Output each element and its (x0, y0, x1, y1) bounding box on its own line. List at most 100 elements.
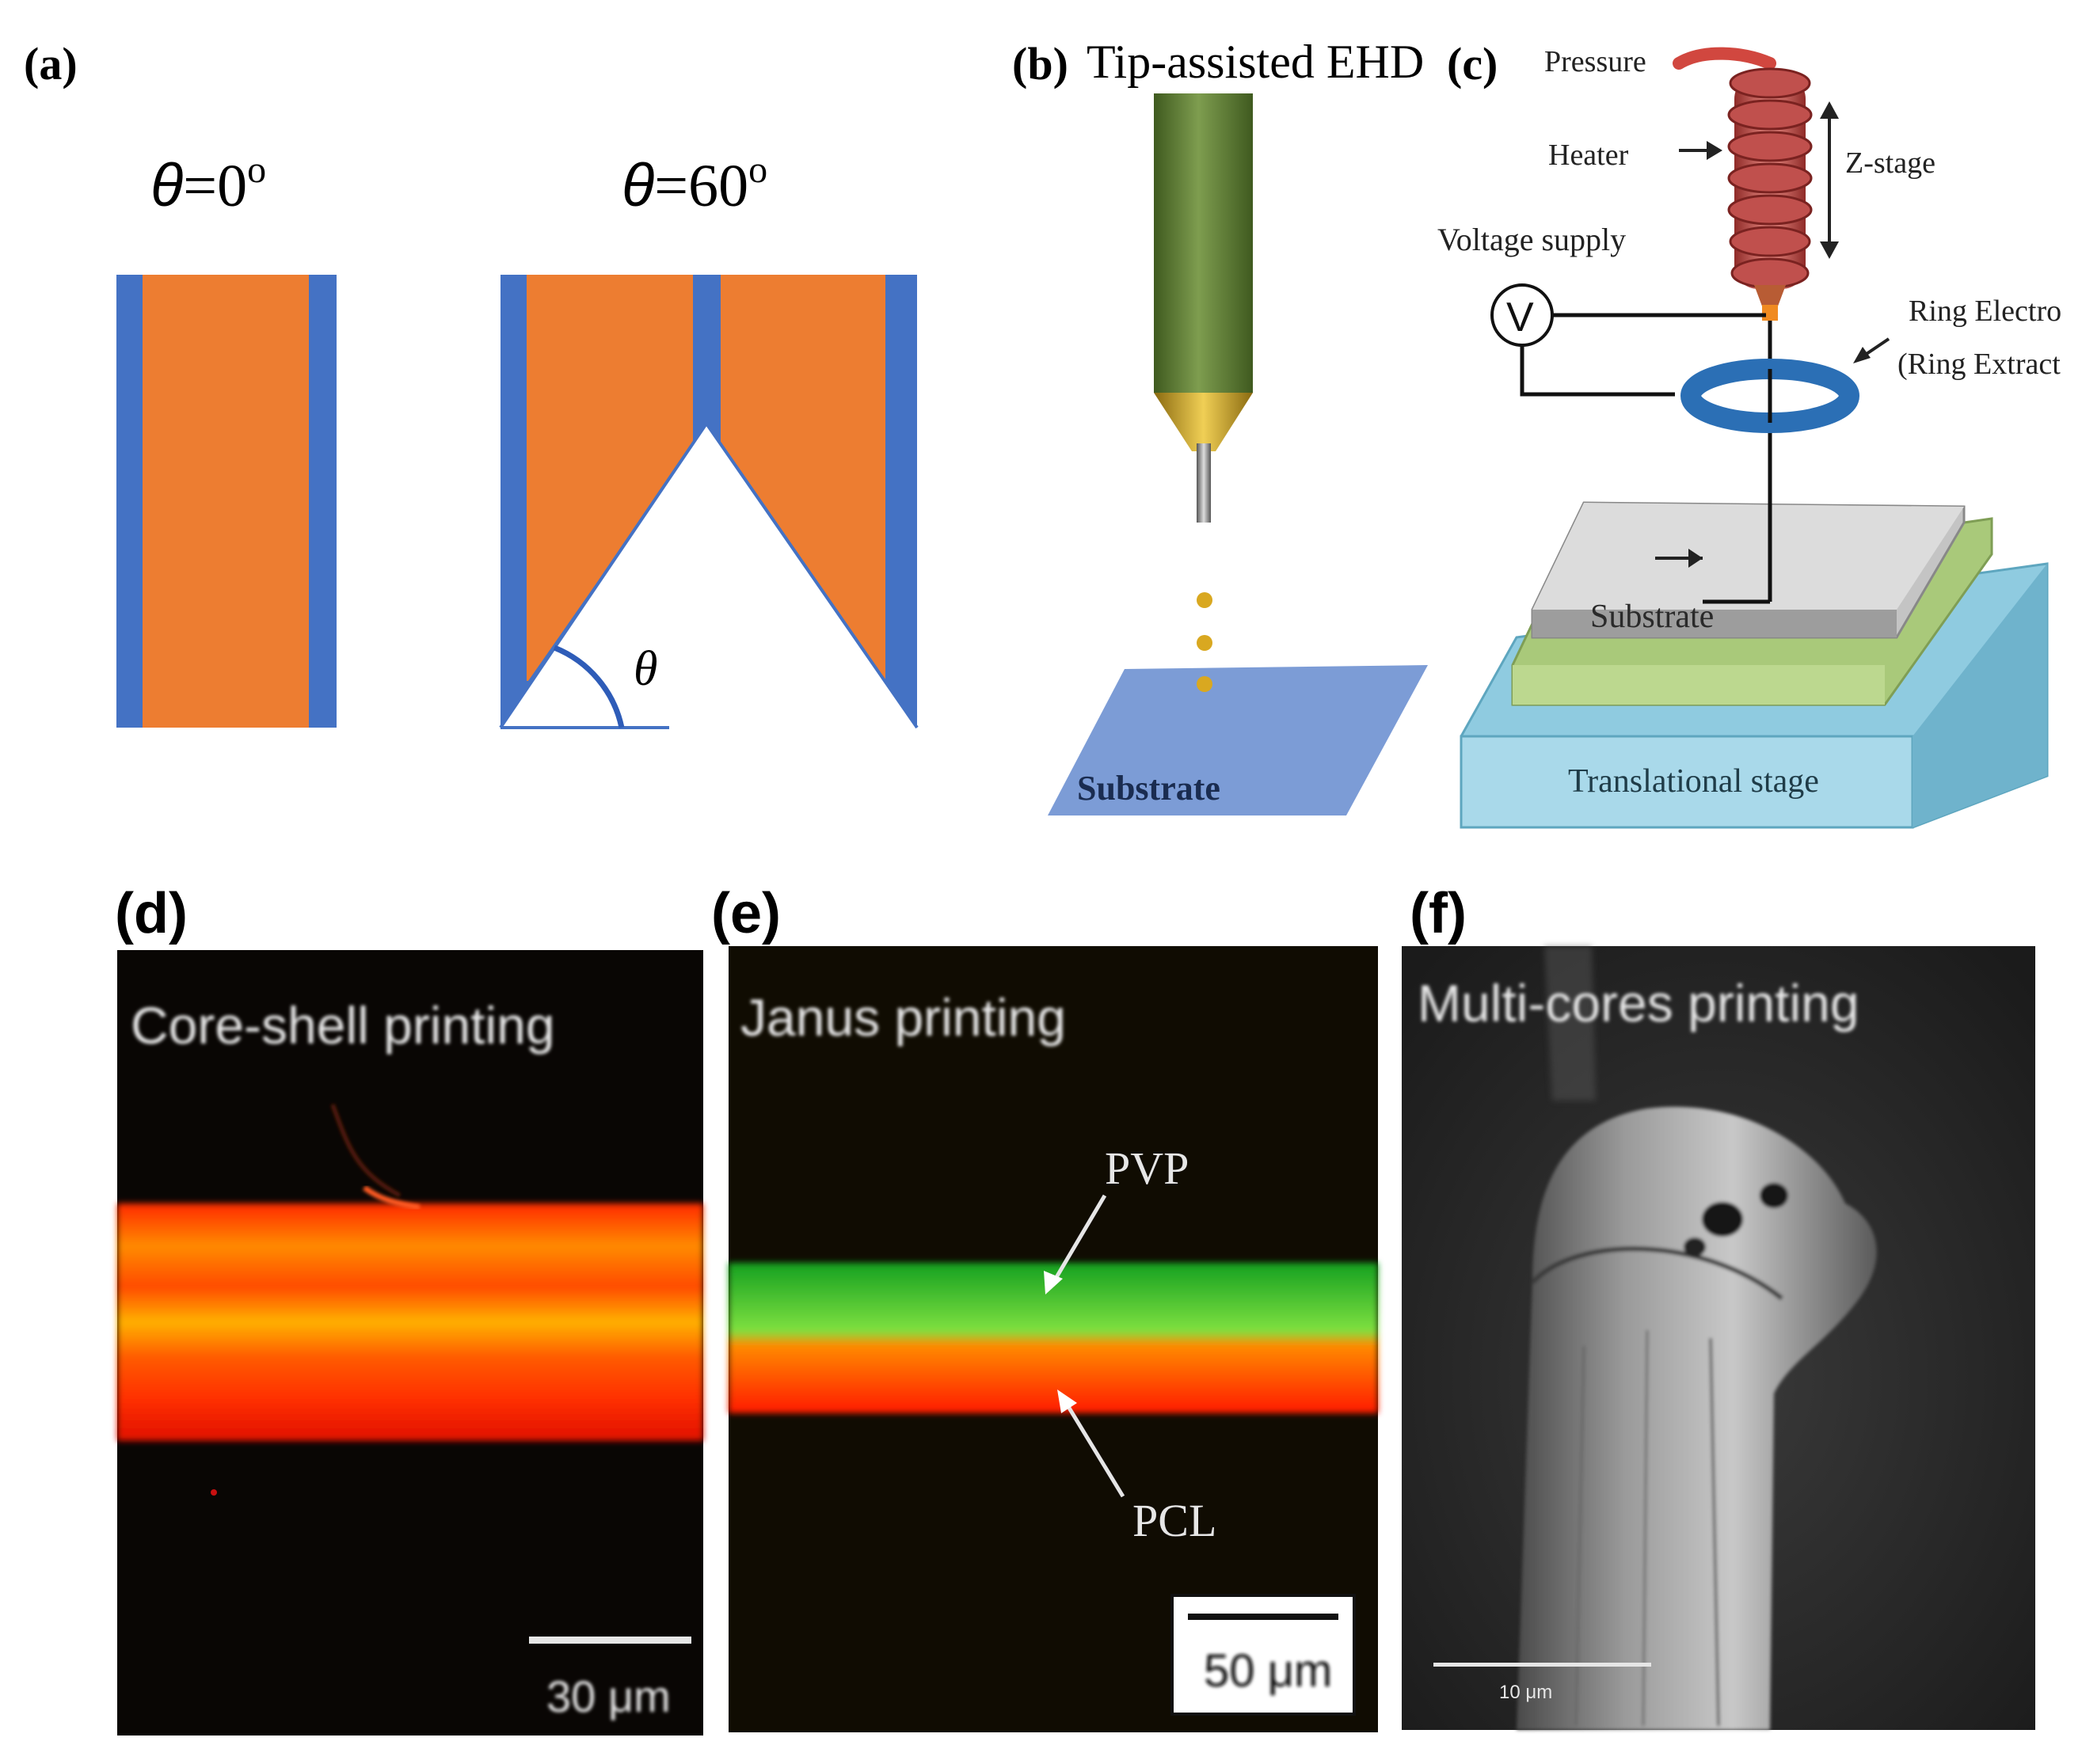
panel-e: (e) Janus printing PVP PCL 50 μm (711, 882, 1378, 1732)
zstage-label: Z-stage (1845, 146, 1935, 180)
coil-turn (1730, 257, 1810, 289)
panel-c-label: (c) (1447, 38, 1498, 89)
stray-fiber (330, 1104, 402, 1198)
stage-side (1913, 564, 2047, 827)
scale-label-e: 50 μm (1204, 1645, 1332, 1697)
panel-b-label: (b) (1012, 38, 1068, 89)
substrate-label: Substrate (1590, 599, 1714, 635)
scale-label-d: 30 μm (546, 1671, 671, 1721)
theta-symbol: θ (150, 152, 183, 219)
panel-c: (c) Translational stage Substrate (1022, 38, 2061, 883)
droplet (1197, 592, 1212, 608)
flat-nozzle-fluid (143, 275, 309, 728)
fiber-ridge (1530, 1246, 1783, 1301)
panel-d-caption: Core-shell printing (131, 996, 555, 1055)
pvp-arrow-shaft (1051, 1194, 1107, 1284)
scale-bar-d (529, 1637, 691, 1644)
fiber-kink (362, 1185, 421, 1211)
panel-d-label: (d) (115, 882, 188, 945)
zstage-arrow-down (1820, 241, 1839, 259)
panel-e-label: (e) (711, 882, 781, 945)
flat-nozzle (116, 275, 337, 728)
substrate-gray-top (1532, 503, 1964, 610)
pcl-arrow-head (1057, 1390, 1077, 1413)
needle-tip (1197, 443, 1211, 523)
zstage-arrow-up (1820, 101, 1839, 119)
green-nozzle-body (1154, 93, 1253, 393)
core-hole (1684, 1237, 1706, 1256)
pvp-label: PVP (1105, 1142, 1189, 1194)
voltage-symbol: V (1506, 295, 1534, 340)
pvp-arrow-head (1044, 1271, 1063, 1294)
scale-label-f: 10 μm (1499, 1682, 1552, 1703)
panel-a-right-title: θ=60o (622, 149, 767, 219)
voltage-supply-label: Voltage supply (1437, 222, 1626, 257)
pcl-label: PCL (1132, 1495, 1216, 1546)
heater-label: Heater (1548, 139, 1629, 172)
angle-label: θ (634, 642, 657, 696)
core-hole (1702, 1202, 1743, 1237)
panel-a-label: (a) (24, 38, 78, 89)
ring-arrow-head (1853, 347, 1871, 363)
wire-to-ring (1520, 345, 1675, 397)
panel-f-label: (f) (1410, 882, 1467, 945)
coil-orange-tip (1762, 305, 1778, 321)
substrate-label: Substrate (1077, 769, 1220, 808)
coil-turn (1727, 162, 1813, 194)
theta-value: =60 (654, 153, 748, 219)
degree-sup: o (247, 149, 266, 191)
pressure-tube (1673, 47, 1776, 70)
panel-e-caption: Janus printing (740, 988, 1066, 1047)
janus-band (729, 1263, 1378, 1413)
substrate-gray-front (1532, 610, 1897, 637)
angled-nozzle: θ (499, 275, 919, 729)
coil-turn (1729, 226, 1811, 257)
fiber-striation (1709, 1337, 1720, 1727)
angle-arc (553, 644, 625, 728)
background-fiber (1544, 946, 1596, 1101)
ring-label-line1: Ring Electro (1909, 295, 2061, 328)
degree-sup: o (748, 149, 767, 191)
panel-a: (a) θ=0o θ=60o θ (24, 38, 919, 729)
heater-arrow-head (1707, 141, 1722, 160)
fiber-body (1517, 1106, 1877, 1730)
panel-b: (b) Tip-assisted EHD Substrate (1012, 36, 1428, 815)
coil-nozzle-tip (1754, 285, 1786, 317)
heater-coil (1673, 47, 1813, 321)
scale-bar-f (1433, 1663, 1651, 1667)
pressure-label: Pressure (1544, 45, 1646, 78)
theta-value: =0 (183, 153, 247, 219)
angled-nozzle-fluid-right (721, 275, 885, 681)
theta-symbol: θ (622, 152, 654, 219)
fiber-striation (1642, 1329, 1649, 1727)
panel-f: (f) Multi-cores printing 10 μm (1402, 882, 2035, 1730)
core-hole (1760, 1183, 1788, 1208)
panel-a-left-title: θ=0o (150, 149, 266, 219)
green-plate-front (1513, 665, 1885, 705)
substrate-plate (1048, 665, 1428, 815)
coil-turn (1727, 99, 1813, 131)
angled-nozzle-fluid-left (527, 275, 693, 681)
janus-fiber (729, 1263, 1378, 1413)
angled-nozzle-cavity (501, 424, 917, 728)
stage-label: Translational stage (1568, 763, 1819, 800)
motion-arrow-head (1688, 549, 1703, 568)
speck (211, 1489, 217, 1496)
clip-gap (1022, 875, 2043, 883)
panel-b-title: Tip-assisted EHD (1087, 36, 1424, 88)
core-shell-fiber (117, 1203, 703, 1441)
coil-turn (1727, 194, 1813, 226)
pcl-arrow-shaft (1063, 1400, 1125, 1498)
panel-f-caption: Multi-cores printing (1418, 974, 1859, 1032)
droplet (1197, 635, 1212, 651)
fiber-tip (1517, 1106, 1877, 1730)
gold-nozzle-tip (1154, 393, 1253, 451)
coil-turn (1729, 67, 1811, 99)
coil-turn (1727, 131, 1813, 162)
panel-d: (d) Core-shell printing 30 μm (115, 882, 703, 1735)
droplet (1197, 676, 1212, 692)
angled-nozzle-edge (499, 420, 919, 729)
ring-label-line2: (Ring Extract (1897, 348, 2061, 381)
core-shell-band (117, 1203, 703, 1441)
